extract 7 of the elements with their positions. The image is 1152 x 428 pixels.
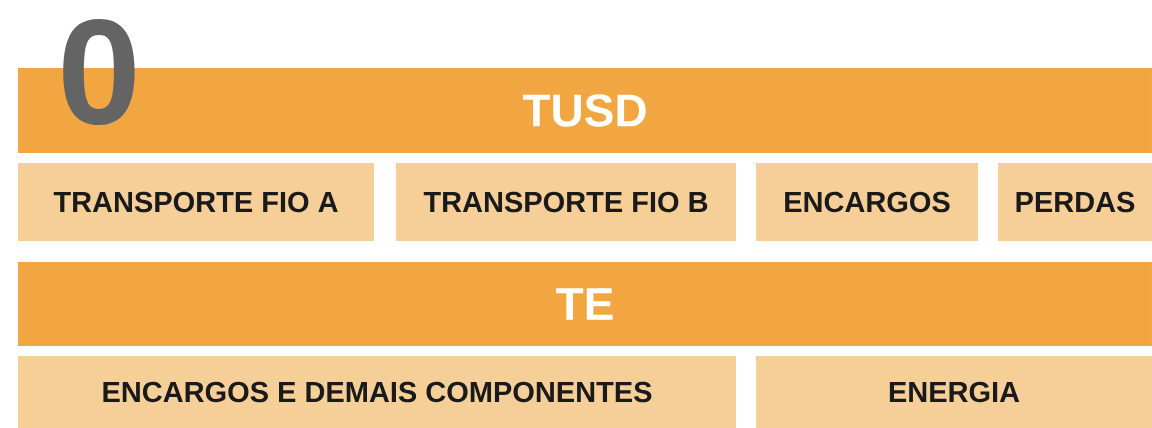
component-box: PERDAS [998, 163, 1152, 241]
category-band: TE [18, 262, 1152, 346]
component-box: TRANSPORTE FIO A [18, 163, 374, 241]
component-box: ENERGIA [756, 356, 1152, 428]
component-box: TRANSPORTE FIO B [396, 163, 736, 241]
component-box: ENCARGOS E DEMAIS COMPONENTES [18, 356, 736, 428]
component-box: ENCARGOS [756, 163, 978, 241]
